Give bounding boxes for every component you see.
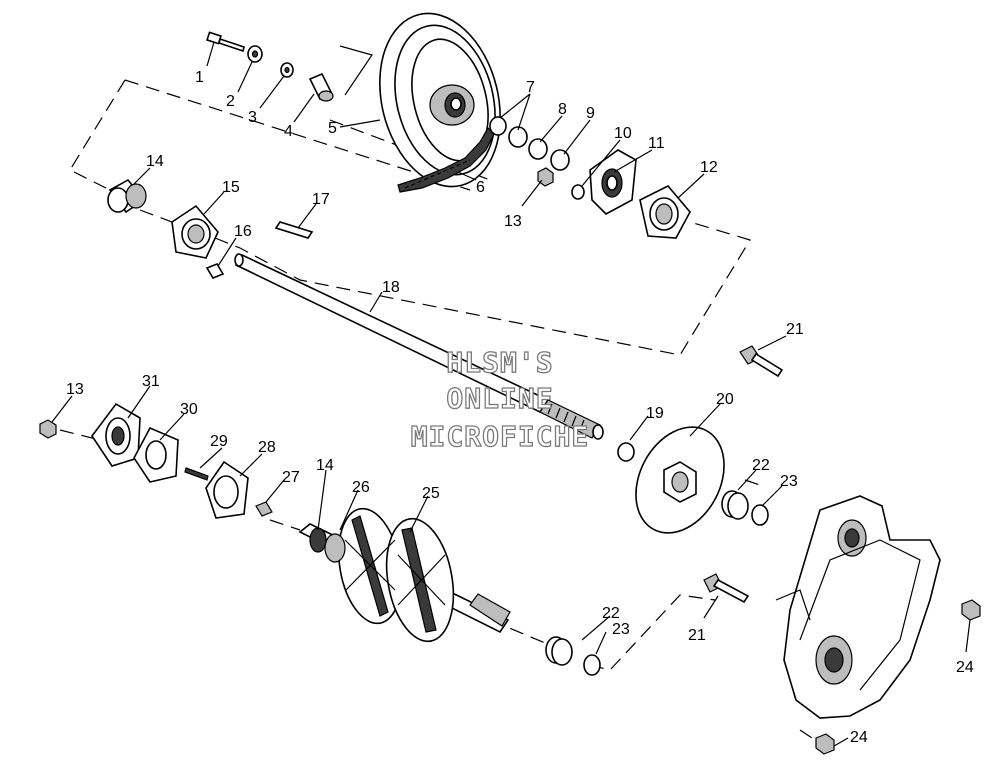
part-24-nut-bottom	[815, 733, 835, 755]
part-17-key	[274, 221, 314, 239]
part-10-washer	[571, 184, 585, 200]
callout-14-upper: 14	[146, 153, 164, 170]
callout-31: 31	[142, 373, 160, 390]
callout-21-upper: 21	[786, 321, 804, 338]
callout-1: 1	[195, 69, 204, 86]
callout-20: 20	[716, 391, 734, 408]
part-21-bolt-upper	[739, 345, 784, 378]
watermark-line-3: MICROFICHE	[411, 420, 590, 453]
part-9-ring	[550, 149, 570, 171]
callout-30: 30	[180, 401, 198, 418]
part-23-shim-lower	[583, 654, 601, 676]
part-12-bearing-flange	[639, 185, 691, 239]
callout-23-upper: 23	[780, 473, 798, 490]
callout-8: 8	[558, 101, 567, 118]
callout-22-lower: 22	[602, 605, 620, 622]
watermark-line-1: HLSM'S	[446, 346, 553, 379]
callout-24-bottom: 24	[850, 729, 868, 746]
part-19-ring	[617, 442, 635, 462]
callout-25: 25	[422, 485, 440, 502]
part-31-bearing-housing	[91, 402, 141, 467]
callout-27: 27	[282, 469, 300, 486]
callout-10: 10	[614, 125, 632, 142]
callout-13-lower: 13	[66, 381, 84, 398]
callout-14-lower: 14	[316, 457, 334, 474]
callout-28: 28	[258, 439, 276, 456]
part-24-nut-right	[961, 599, 981, 621]
leader-lines	[51, 41, 971, 747]
callout-21-lower: 21	[688, 627, 706, 644]
callout-12: 12	[700, 159, 718, 176]
part-22-seal-upper	[721, 490, 749, 520]
part-25-drive-shaft-assembly	[298, 507, 511, 643]
callout-5: 5	[328, 120, 337, 137]
callout-23-lower: 23	[612, 621, 630, 638]
callout-18: 18	[382, 279, 400, 296]
callout-2: 2	[226, 93, 235, 110]
part-28-flange	[205, 460, 249, 519]
callout-13-upper: 13	[504, 213, 522, 230]
part-18-shaft	[234, 253, 604, 440]
part-11-plate	[589, 149, 637, 215]
callout-3: 3	[248, 109, 257, 126]
part-27-bolt	[255, 501, 273, 517]
watermark-line-2: ONLINE	[446, 382, 553, 415]
callout-labels: 1 2 3 4 5 6 7 8 9 10 11 12 13 14 15 16 1…	[66, 69, 974, 746]
part-13-nut-lower	[39, 419, 57, 439]
part-30-gasket	[133, 426, 179, 483]
callout-24-right: 24	[956, 659, 974, 676]
part-4-spacer	[308, 72, 334, 102]
part-21-bolt-lower	[703, 573, 750, 604]
part-23-shim-upper	[751, 504, 769, 526]
part-29-pin	[184, 467, 209, 481]
callout-29: 29	[210, 433, 228, 450]
part-13-nut-upper	[537, 167, 554, 187]
part-16-bolt	[205, 263, 225, 279]
callout-19: 19	[646, 405, 664, 422]
callout-15: 15	[222, 179, 240, 196]
part-1-bolt	[206, 31, 245, 53]
callout-11: 11	[648, 135, 665, 152]
callout-26: 26	[352, 479, 370, 496]
callout-7: 7	[526, 79, 535, 96]
part-14-bearing-upper	[107, 178, 147, 214]
chaincase-housing	[775, 495, 941, 719]
watermark: HLSM'S ONLINE MICROFICHE	[410, 345, 590, 453]
callout-22-upper: 22	[752, 457, 770, 474]
callout-17: 17	[312, 191, 330, 208]
part-22-seal-lower	[545, 636, 573, 666]
part-8-ring	[528, 138, 548, 160]
part-5-sprocket	[379, 12, 501, 188]
callout-9: 9	[586, 105, 595, 122]
callout-6: 6	[476, 179, 485, 196]
callout-4: 4	[284, 123, 293, 140]
callout-16: 16	[234, 223, 252, 240]
part-20-brake-disc	[635, 426, 725, 534]
part-7-ring	[489, 116, 507, 136]
part-15-flange	[171, 204, 219, 259]
